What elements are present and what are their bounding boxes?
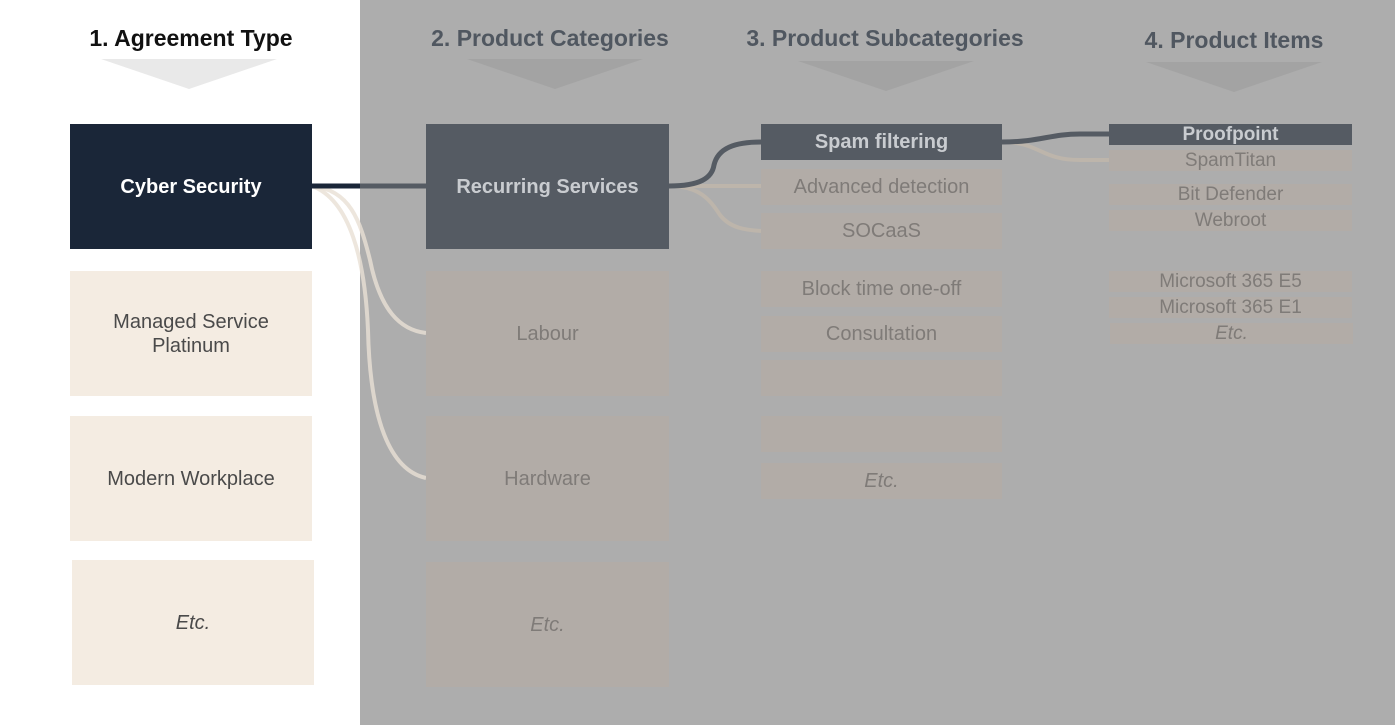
link-recurring-socaas	[668, 184, 762, 233]
link-recurring-spam	[668, 139, 762, 189]
chevron-down-icon	[467, 59, 643, 89]
chevron-down-icon	[101, 59, 277, 89]
subcategory-block-time-one-off[interactable]: Block time one-off	[761, 271, 1002, 307]
column-title-product-subcategories: 3. Product Subcategories	[746, 25, 1024, 51]
subcategory-empty[interactable]	[761, 416, 1002, 452]
subcategory-spam-filtering[interactable]: Spam filtering	[761, 124, 1002, 160]
agreement-etc[interactable]: Etc.	[72, 560, 314, 685]
chevron-down-icon	[1146, 62, 1322, 92]
chevron-down-icon	[798, 61, 974, 91]
category-recurring-services[interactable]: Recurring Services	[426, 124, 669, 249]
item-proofpoint[interactable]: Proofpoint	[1109, 124, 1352, 145]
item-etc[interactable]: Etc.	[1110, 323, 1353, 344]
item-microsoft-365-e1[interactable]: Microsoft 365 E1	[1109, 297, 1352, 318]
item-spamtitan[interactable]: SpamTitan	[1109, 150, 1352, 171]
agreement-cyber-security[interactable]: Cyber Security	[70, 124, 312, 249]
category-labour[interactable]: Labour	[426, 271, 669, 396]
subcategory-consultation[interactable]: Consultation	[761, 316, 1002, 352]
item-microsoft-365-e5[interactable]: Microsoft 365 E5	[1109, 271, 1352, 292]
category-hardware[interactable]: Hardware	[426, 416, 669, 541]
subcategory-empty[interactable]	[761, 360, 1002, 396]
column-title-product-categories: 2. Product Categories	[431, 25, 669, 51]
column-title-product-items: 4. Product Items	[1144, 27, 1324, 53]
item-bit-defender[interactable]: Bit Defender	[1109, 184, 1352, 205]
agreement-managed-service-platinum[interactable]: Managed Service Platinum	[70, 271, 312, 396]
subcategory-advanced-detection[interactable]: Advanced detection	[761, 169, 1002, 205]
agreement-modern-workplace[interactable]: Modern Workplace	[70, 416, 312, 541]
link-security-hardware	[311, 184, 427, 480]
link-security-labour	[311, 184, 427, 335]
category-etc[interactable]: Etc.	[426, 562, 669, 687]
link-spam-spamtitan	[1001, 140, 1109, 162]
subcategory-etc[interactable]: Etc.	[761, 463, 1002, 499]
column-title-agreement-type: 1. Agreement Type	[89, 25, 293, 51]
link-spam-proofpoint	[1001, 131, 1109, 145]
item-webroot[interactable]: Webroot	[1109, 210, 1352, 231]
subcategory-socaas[interactable]: SOCaaS	[761, 213, 1002, 249]
